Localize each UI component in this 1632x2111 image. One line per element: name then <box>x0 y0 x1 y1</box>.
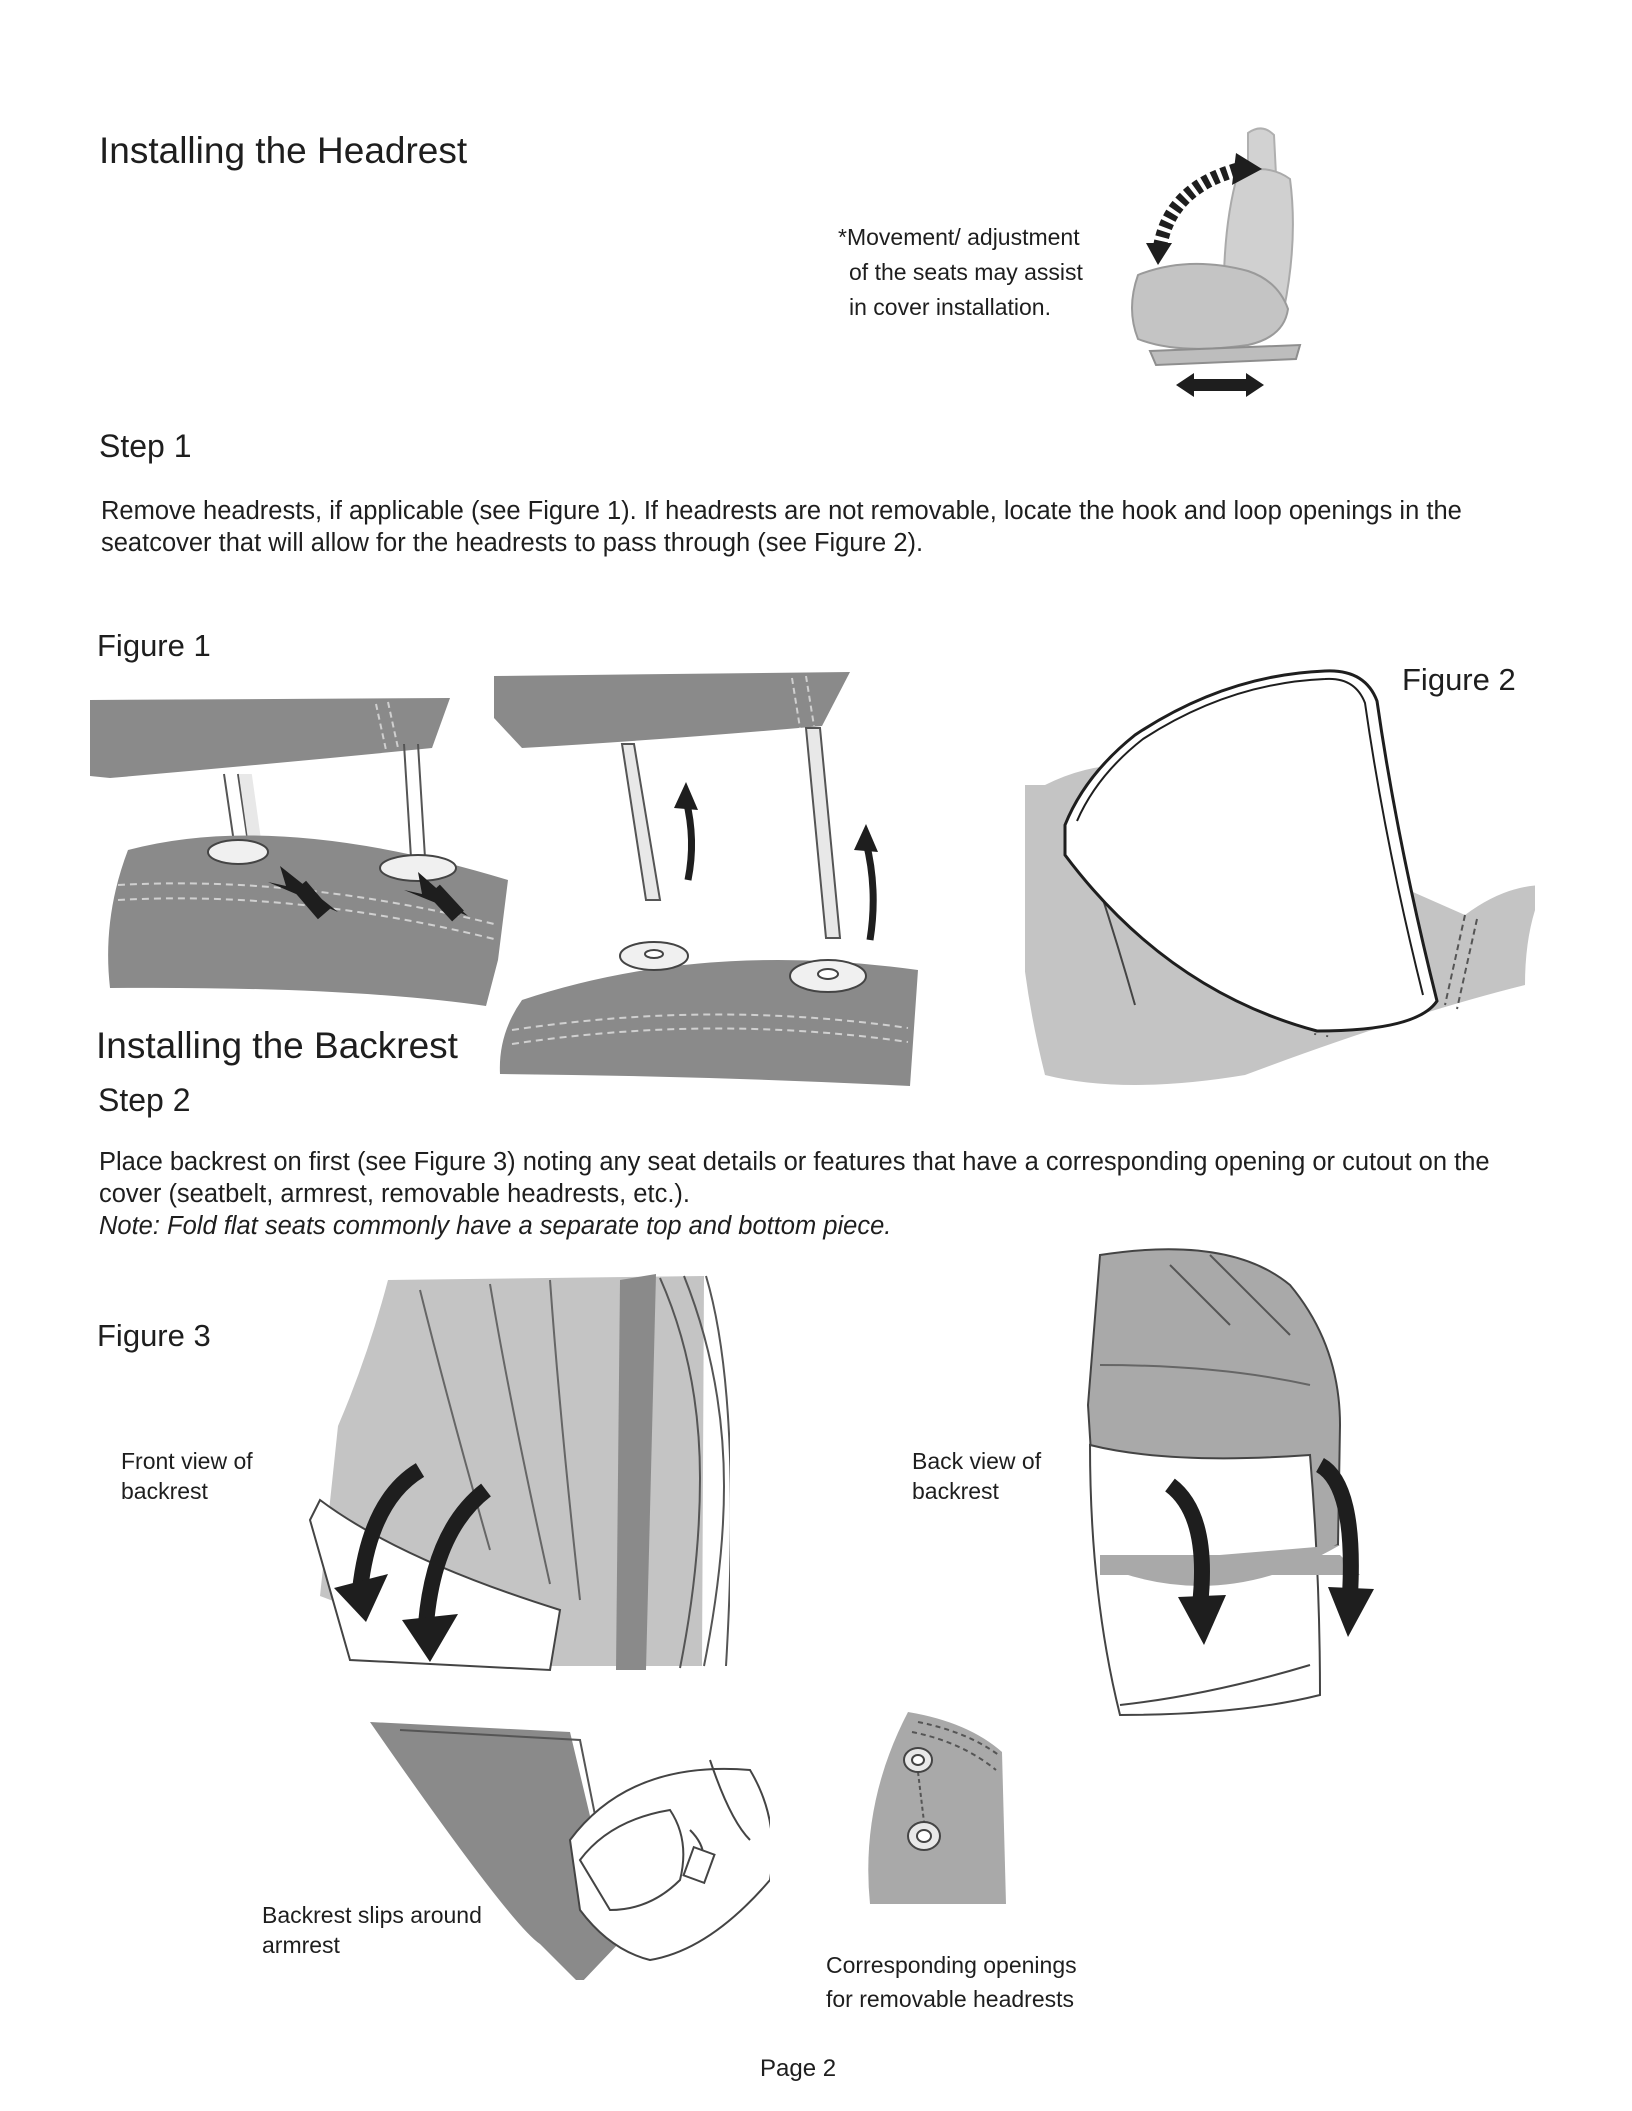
figure2-label: Figure 2 <box>1402 662 1516 697</box>
step1-text: Remove headrests, if applicable (see Fig… <box>101 497 1462 557</box>
figure3-armrest-detail <box>370 1720 770 1980</box>
step2-note: Note: Fold flat seats commonly have a se… <box>99 1212 892 1240</box>
headrest-section-title: Installing the Headrest <box>99 130 468 171</box>
caption-line: for removable headrests <box>826 1986 1075 2012</box>
figure3-label: Figure 3 <box>97 1318 211 1353</box>
adjustment-note-line: of the seats may assist <box>849 259 1083 285</box>
caption-armrest: Backrest slips around armrest <box>262 1900 482 1960</box>
caption-line: Backrest slips around <box>262 1902 482 1928</box>
backrest-section-title: Installing the Backrest <box>96 1025 458 1066</box>
caption-back-view: Back view of backrest <box>912 1446 1041 1506</box>
caption-line: Front view of <box>121 1448 253 1474</box>
adjustment-note: *Movement/ adjustment of the seats may a… <box>838 220 1083 325</box>
step1-label: Step 1 <box>99 428 192 464</box>
figure1-headrest-removed <box>492 670 922 1125</box>
figure3-front-view-backrest <box>290 1270 730 1690</box>
caption-line: backrest <box>912 1478 999 1504</box>
figure3-back-view-backrest <box>1080 1245 1420 1805</box>
adjustment-note-line: *Movement/ adjustment <box>838 224 1080 250</box>
caption-openings: Corresponding openings for removable hea… <box>826 1948 1077 2016</box>
step2-text: Place backrest on first (see Figure 3) n… <box>99 1148 1490 1208</box>
page-number: Page 2 <box>760 2055 837 2082</box>
caption-line: backrest <box>121 1478 208 1504</box>
seat-adjustment-illustration <box>1120 125 1320 410</box>
figure2-seatcover-opening <box>1025 665 1535 1125</box>
figure3-headrest-openings-detail <box>868 1712 1038 1912</box>
adjustment-note-line: in cover installation. <box>849 294 1051 320</box>
caption-line: armrest <box>262 1932 340 1958</box>
caption-line: Corresponding openings <box>826 1952 1077 1978</box>
figure1-label: Figure 1 <box>97 628 211 663</box>
step2-label: Step 2 <box>98 1082 191 1118</box>
caption-front-view: Front view of backrest <box>121 1446 253 1506</box>
caption-line: Back view of <box>912 1448 1042 1474</box>
figure1-headrest-installed <box>88 690 508 1015</box>
